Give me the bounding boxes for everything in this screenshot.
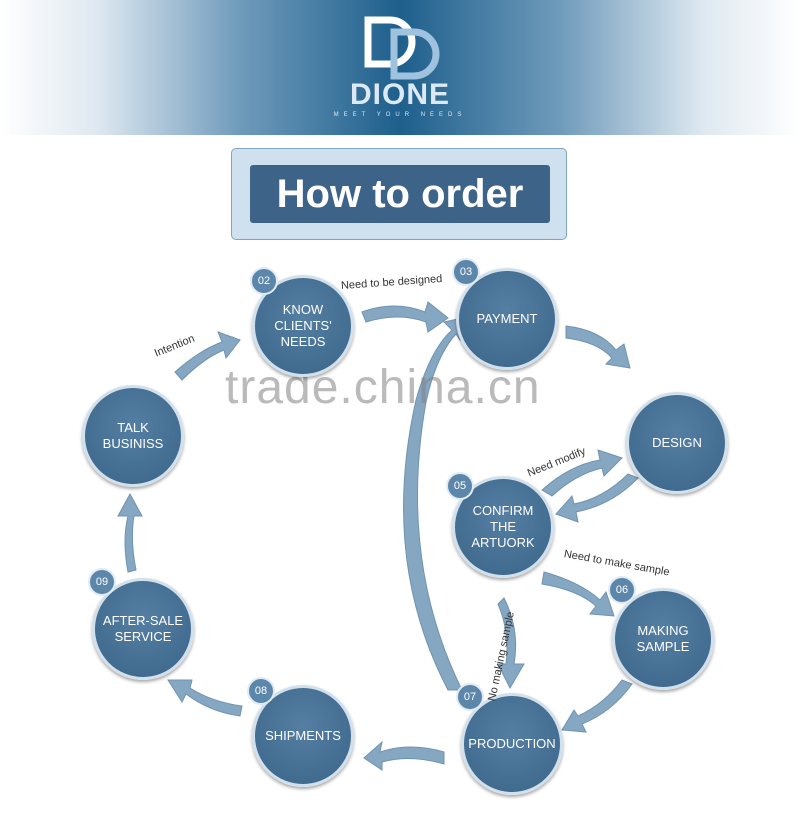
arrow-need-sample	[541, 571, 615, 617]
step-badge: 05	[446, 472, 474, 500]
step-badge: 02	[250, 267, 278, 295]
node-label: MAKING SAMPLE	[636, 623, 690, 654]
arrow-shipments-aftersale	[167, 679, 243, 717]
arrow-production-shipments	[363, 740, 445, 771]
node-design: DESIGN	[626, 392, 728, 494]
node-payment: PAYMENT	[456, 268, 558, 370]
step-badge: 06	[608, 576, 636, 604]
step-badge: 07	[456, 683, 484, 711]
node-production: PRODUCTION	[461, 693, 563, 795]
arrow-need-modify	[541, 449, 623, 497]
step-badge: 08	[247, 677, 275, 705]
dione-logo-icon	[364, 16, 440, 80]
arrow-no-sample	[497, 597, 525, 690]
node-label: PAYMENT	[476, 311, 538, 326]
node-after-sale-service: AFTER-SALE SERVICE	[92, 578, 194, 680]
arrow-design-confirm	[555, 473, 639, 523]
brand-tagline: MEET YOUR NEEDS	[333, 112, 467, 118]
arrow-intention	[174, 331, 241, 381]
node-talk-business: TALK BUSINISS	[82, 385, 184, 487]
header-banner: DIONE MEET YOUR NEEDS	[0, 0, 800, 135]
node-label: AFTER-SALE SERVICE	[102, 613, 184, 644]
node-label: TALK BUSINISS	[102, 420, 164, 451]
arrow-need-design	[361, 301, 449, 333]
node-making-sample: MAKING SAMPLE	[612, 588, 714, 690]
arrow-sample-production	[561, 679, 633, 733]
step-badge: 09	[88, 568, 116, 596]
step-badge: 03	[452, 258, 480, 286]
arrow-payment-design	[565, 325, 631, 369]
arrow-aftersale-talk	[117, 492, 143, 573]
node-label: KNOW CLIENTS' NEEDS	[274, 302, 332, 349]
page-title: How to order	[250, 165, 550, 223]
node-label: CONFIRM THE ARTUORK	[471, 503, 535, 550]
node-label: PRODUCTION	[468, 736, 556, 751]
node-label: DESIGN	[652, 435, 702, 450]
brand-name: DIONE	[349, 78, 450, 111]
title-frame: How to order	[231, 148, 567, 240]
node-label: SHIPMENTS	[265, 728, 341, 743]
